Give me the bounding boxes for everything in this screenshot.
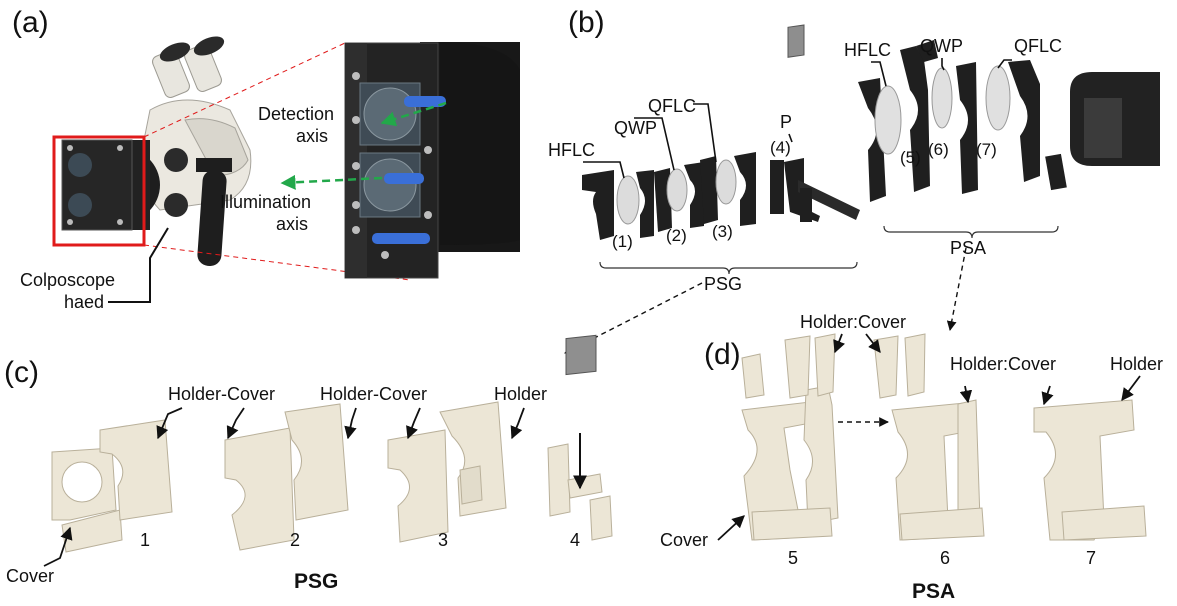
psg-number-4: (4) xyxy=(770,138,791,157)
psa-holder-cover-label-1: Holder:Cover xyxy=(800,312,907,332)
panel-label-b: (b) xyxy=(568,6,605,39)
panel-label-a: (a) xyxy=(12,6,49,39)
psg-step-2: 2 xyxy=(290,530,301,550)
psg-parts xyxy=(582,24,860,240)
psg-number-3: (3) xyxy=(712,222,733,241)
p-leader xyxy=(788,133,793,143)
colposcope-illustration xyxy=(61,36,252,266)
panel-b-leaders xyxy=(583,58,1012,179)
psa-title: PSA xyxy=(912,580,956,603)
zoom-line-top xyxy=(143,42,346,138)
psa-holder-label: Holder xyxy=(1110,354,1164,374)
psg-step-4: 4 xyxy=(570,530,581,550)
psg-cover-label: Cover xyxy=(6,566,55,586)
colposcope-leader xyxy=(108,227,169,303)
psa-step-6: 6 xyxy=(940,548,951,568)
psa-label-qflc: QFLC xyxy=(1014,36,1063,56)
panel-c-leaders xyxy=(43,407,525,567)
psa-step-7: 7 xyxy=(1086,548,1097,568)
psg-label-qwp: QWP xyxy=(614,118,657,138)
panel-label-d: (d) xyxy=(704,338,741,371)
psa-label-qwp: QWP xyxy=(920,36,963,56)
illumination-arrow xyxy=(280,174,383,190)
psa-dashed-arrow xyxy=(946,247,967,331)
psa-group-label: PSA xyxy=(950,238,987,258)
detection-axis-line2: axis xyxy=(296,126,329,146)
psa-number-6: (6) xyxy=(928,140,949,159)
psg-label-hflc: HFLC xyxy=(548,140,596,160)
psa-parts xyxy=(858,40,1160,202)
illumination-axis-line1: Illumination xyxy=(220,192,312,212)
psa-cover-label: Cover xyxy=(660,530,709,550)
psg-label-qflc: QFLC xyxy=(648,96,697,116)
psg-holder-cover-label-2: Holder-Cover xyxy=(320,384,428,404)
colposcope-label-line2: haed xyxy=(64,292,105,312)
panel-label-c: (c) xyxy=(4,356,39,389)
psg-group-label: PSG xyxy=(704,274,743,294)
zoomed-mount xyxy=(344,42,520,279)
group-brackets xyxy=(599,225,1059,275)
psg-number-2: (2) xyxy=(666,226,687,245)
psa-number-5: (5) xyxy=(900,148,921,167)
psg-assembly-illustrations xyxy=(51,334,613,553)
psg-holder-cover-label-1: Holder-Cover xyxy=(168,384,276,404)
psg-holder-label: Holder xyxy=(494,384,548,404)
psa-holder-cover-label-2: Holder:Cover xyxy=(950,354,1057,374)
panel-d-leaders xyxy=(717,333,1141,541)
detection-axis-line1: Detection xyxy=(258,104,335,124)
psa-assembly-illustrations xyxy=(741,333,1147,541)
colposcope-label-line1: Colposcope xyxy=(20,270,116,290)
psa-step-5: 5 xyxy=(788,548,799,568)
illumination-axis-line2: axis xyxy=(276,214,309,234)
psg-step-3: 3 xyxy=(438,530,449,550)
psg-title: PSG xyxy=(294,570,339,593)
psg-number-1: (1) xyxy=(612,232,633,251)
psa-number-7: (7) xyxy=(976,140,997,159)
psg-label-p: P xyxy=(780,112,793,132)
detection-arrow xyxy=(380,101,447,127)
psa-label-hflc: HFLC xyxy=(844,40,892,60)
psg-step-1: 1 xyxy=(140,530,151,550)
highlight-box xyxy=(52,135,146,247)
